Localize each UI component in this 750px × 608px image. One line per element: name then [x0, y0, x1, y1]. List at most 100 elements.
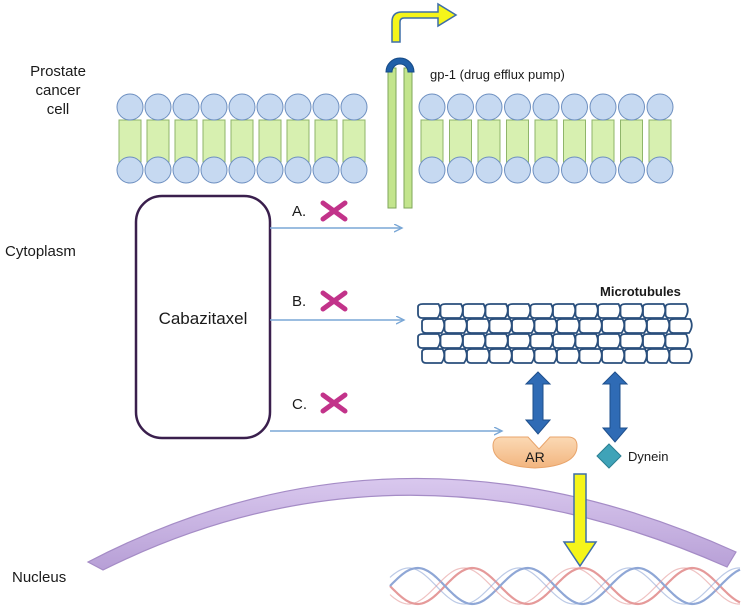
lipid-head: [504, 156, 531, 184]
tubulin-segment: [646, 348, 671, 364]
lipid-tail: [314, 119, 338, 163]
tubulin-segment: [529, 333, 554, 349]
cell-membrane: [116, 93, 674, 184]
lipid-head: [256, 93, 284, 121]
tubulin-segment: [578, 318, 603, 334]
tubulin-segment: [529, 303, 554, 319]
dna-strand: [389, 567, 740, 605]
arrow-a-label: A.: [292, 203, 306, 220]
tubulin-segment: [646, 318, 671, 334]
tubulin-segment: [511, 318, 536, 334]
tubulin-segment: [417, 333, 442, 349]
lipid-head: [618, 93, 645, 121]
lipid-tail: [286, 119, 310, 163]
lipid-head: [475, 156, 503, 184]
lipid-head: [312, 156, 340, 184]
dna-strand: [389, 566, 741, 606]
lipid-tail: [506, 119, 529, 163]
dna-strand: [389, 567, 740, 605]
lipid-head: [447, 156, 474, 184]
lipid-head: [532, 156, 560, 184]
lipid-head: [116, 93, 144, 121]
lipid-head: [646, 93, 674, 121]
tubulin-segment: [668, 318, 693, 334]
tubulin-segment: [462, 333, 487, 349]
tubulin-segment: [484, 333, 509, 349]
lipid-head: [200, 156, 228, 184]
lipid-head: [340, 156, 368, 184]
nucleus-label: Nucleus: [12, 569, 66, 586]
dna-helix-icon: [389, 566, 741, 606]
tubulin-segment: [578, 348, 603, 364]
tubulin-segment: [664, 333, 689, 349]
lipid-tail: [118, 119, 142, 163]
tubulin-segment: [466, 318, 491, 334]
tubulin-segment: [417, 303, 442, 319]
translocation-arrow-icon: [562, 473, 598, 568]
lipid-tail: [258, 119, 282, 163]
tubulin-segment: [552, 333, 577, 349]
tubulin-segment: [421, 348, 446, 364]
tubulin-segment: [484, 303, 509, 319]
arrow-b-label: B.: [292, 293, 306, 310]
nucleus-membrane: [86, 477, 737, 571]
efflux-arrow-icon: [391, 2, 458, 43]
tubulin-segment: [443, 348, 468, 364]
arrow-c-label: C.: [292, 396, 307, 413]
dynein-diamond-icon: [596, 443, 622, 469]
tubulin-segment: [556, 318, 581, 334]
lipid-tail: [449, 119, 472, 163]
lipid-head: [172, 156, 200, 184]
tubulin-segment: [533, 318, 558, 334]
lipid-head: [532, 93, 560, 121]
lipid-head: [418, 156, 446, 184]
double-arrow-ar: [524, 371, 552, 435]
lipid-head: [589, 156, 617, 184]
cytoplasm-label: Cytoplasm: [5, 243, 76, 260]
tubulin-segment: [642, 333, 667, 349]
tubulin-segment: [488, 318, 513, 334]
cabazitaxel-box: [134, 194, 272, 440]
block-x-icon-c: [320, 392, 348, 414]
lipid-head: [116, 156, 144, 184]
tubulin-segment: [597, 303, 622, 319]
tubulin-segment: [664, 303, 689, 319]
drug-label: Cabazitaxel: [159, 309, 248, 328]
pump-label: gp-1 (drug efflux pump): [430, 67, 565, 82]
tubulin-segment: [642, 303, 667, 319]
lipid-head: [284, 156, 312, 184]
pump-cap-icon: [385, 57, 415, 73]
tubulin-segment: [574, 303, 599, 319]
tubulin-segment: [443, 318, 468, 334]
dna-strand: [389, 566, 741, 606]
block-x-icon-a: [320, 200, 348, 222]
tubulin-segment: [439, 333, 464, 349]
tubulin-segment: [552, 303, 577, 319]
lipid-head: [228, 93, 256, 121]
lipid-tail: [534, 119, 558, 163]
tubulin-segment: [601, 348, 626, 364]
lipid-tail: [342, 119, 366, 163]
tubulin-segment: [466, 348, 491, 364]
lipid-head: [447, 93, 474, 121]
lipid-tail: [563, 119, 586, 163]
lipid-tail: [620, 119, 643, 163]
lipid-tail: [174, 119, 198, 163]
lipid-tail: [202, 119, 226, 163]
lipid-head: [200, 93, 228, 121]
tubulin-segment: [511, 348, 536, 364]
lipid-head: [504, 93, 531, 121]
tubulin-segment: [574, 333, 599, 349]
lipid-tail: [477, 119, 501, 163]
tubulin-segment: [619, 333, 644, 349]
cell-label-line-2: cancer: [35, 82, 80, 99]
cell-label-line-1: Prostate: [30, 63, 86, 80]
tubulin-segment: [601, 318, 626, 334]
lipid-head: [340, 93, 368, 121]
microtubule-lattice: [417, 303, 693, 364]
lipid-tail: [420, 119, 444, 163]
tubulin-segment: [507, 333, 532, 349]
block-x-icon-b: [320, 290, 348, 312]
tubulin-segment: [507, 303, 532, 319]
